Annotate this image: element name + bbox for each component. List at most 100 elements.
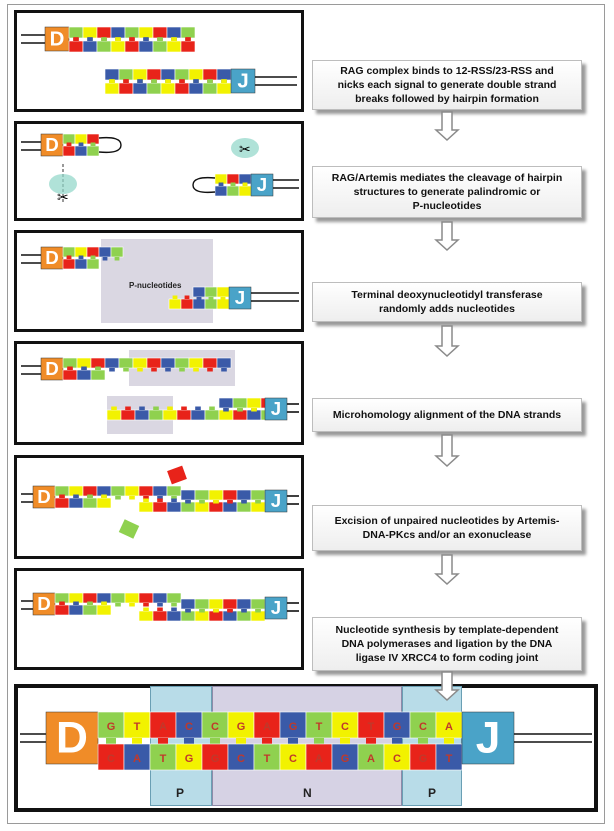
d-top-tooth [221, 368, 227, 372]
d-top-tooth [143, 496, 149, 500]
step-5-line-2: DNA-PKcs and/or an exonuclease [362, 529, 532, 541]
bottom-base [383, 743, 411, 771]
j-bottom-tooth [171, 607, 177, 611]
top-tooth [210, 738, 220, 744]
bottom-base-letter: C [393, 753, 401, 765]
j-top-tooth [255, 500, 261, 504]
d-hairpin-bottom-tooth [78, 142, 84, 146]
d-top-tooth [115, 496, 121, 500]
step-4-line-1: Microhomology alignment of the DNA stran… [332, 409, 562, 421]
bottom-base [435, 743, 463, 771]
top-base-letter: G [107, 721, 116, 733]
step-2-box: RAG/Artemis mediates the cleavage of hai… [312, 166, 582, 218]
step-3-line-1: Terminal deoxynucleotidyl transferase [351, 289, 543, 301]
down-arrow-icon [434, 111, 460, 142]
j-segment-letter: J [271, 490, 281, 511]
d-segment-letter: D [45, 358, 59, 379]
top-base-letter: T [368, 721, 375, 733]
top-tooth [158, 738, 168, 744]
figure-frame [7, 4, 605, 824]
bottom-base-letter: C [289, 753, 297, 765]
segment-label-n: N [303, 786, 312, 800]
bottom-base-letter: G [185, 753, 194, 765]
d-bottom-tooth [78, 255, 84, 259]
bottom-base-letter: T [160, 753, 167, 765]
d-bottom-tooth [87, 37, 93, 41]
j-top-tooth [220, 297, 226, 301]
d-top-tooth [129, 496, 135, 500]
d-bottom-tooth [101, 601, 107, 605]
segment-label-p-left: P [176, 786, 185, 800]
d-bottom-tooth [59, 601, 65, 605]
step-5-line-1: Excision of unpaired nucleotides by Arte… [334, 515, 560, 527]
j-hairpin-bottom-tooth [218, 182, 224, 186]
j-hairpin-bottom-tooth [242, 182, 248, 186]
d-bottom-tooth [73, 601, 79, 605]
d-top-tooth [179, 368, 185, 372]
bottom-base [227, 743, 255, 771]
j-top-tooth [237, 408, 243, 412]
j-top-tooth [199, 609, 205, 613]
j-bottom-tooth [111, 406, 117, 410]
d-segment-letter: D [37, 486, 51, 507]
bottom-base-letter: T [264, 753, 271, 765]
step-2-line-2: structures to generate palindromic or [353, 186, 541, 198]
j-bottom-tooth [157, 607, 163, 611]
bottom-base [175, 743, 203, 771]
bottom-base [97, 743, 125, 771]
top-base [253, 711, 281, 739]
step-4-box: Microhomology alignment of the DNA stran… [312, 398, 582, 432]
d-bottom-tooth [185, 37, 191, 41]
j-bottom-tooth [221, 79, 227, 83]
step-5-box: Excision of unpaired nucleotides by Arte… [312, 505, 582, 551]
j-top-tooth [227, 609, 233, 613]
j-segment-box [250, 173, 274, 197]
j-top-tooth [251, 408, 257, 412]
d-segment-box [40, 133, 64, 157]
step-2-line-1: RAG/Artemis mediates the cleavage of hai… [331, 172, 563, 184]
d-bottom-tooth [59, 494, 65, 498]
step-1-line-1: RAG complex binds to 12-RSS/23-RSS and [340, 65, 554, 77]
j-segment-box [228, 286, 252, 310]
d-top-tooth [157, 603, 163, 607]
down-arrow-icon [434, 434, 460, 468]
scissors-icon: ✂ [239, 141, 251, 157]
d-top-tooth [171, 496, 177, 500]
bottom-base-letter: C [107, 753, 115, 765]
j-top-tooth [213, 609, 219, 613]
j-top-tooth [241, 609, 247, 613]
j-bottom-tooth [143, 607, 149, 611]
step-6-line-2: DNA polymerases and ligation by the DNA [341, 638, 553, 650]
j-bottom-tooth [179, 79, 185, 83]
j-bottom-tooth [167, 406, 173, 410]
panel-hairpin-cleavage: D✂J✂ [14, 121, 304, 221]
d-top-tooth [165, 368, 171, 372]
j-top-tooth [208, 297, 214, 301]
d-segment-letter: D [45, 134, 59, 155]
bottom-base [357, 743, 385, 771]
top-tooth [184, 738, 194, 744]
d-top-tooth [114, 257, 120, 261]
d-segment-box [45, 711, 99, 765]
d-bottom-tooth [73, 494, 79, 498]
dna-diagram-3: DJ [21, 246, 299, 310]
j-segment-letter: J [237, 71, 248, 93]
dna-diagram-1: DJ [21, 26, 297, 95]
top-base [305, 711, 333, 739]
bottom-base-letter: G [341, 753, 350, 765]
d-segment-box [40, 246, 64, 270]
d-top-tooth [129, 603, 135, 607]
j-top-tooth [199, 500, 205, 504]
j-top-tooth [223, 408, 229, 412]
d-bottom-tooth [67, 366, 73, 370]
d-bottom-tooth [87, 601, 93, 605]
d-segment-letter: D [37, 593, 51, 614]
top-tooth [132, 738, 142, 744]
